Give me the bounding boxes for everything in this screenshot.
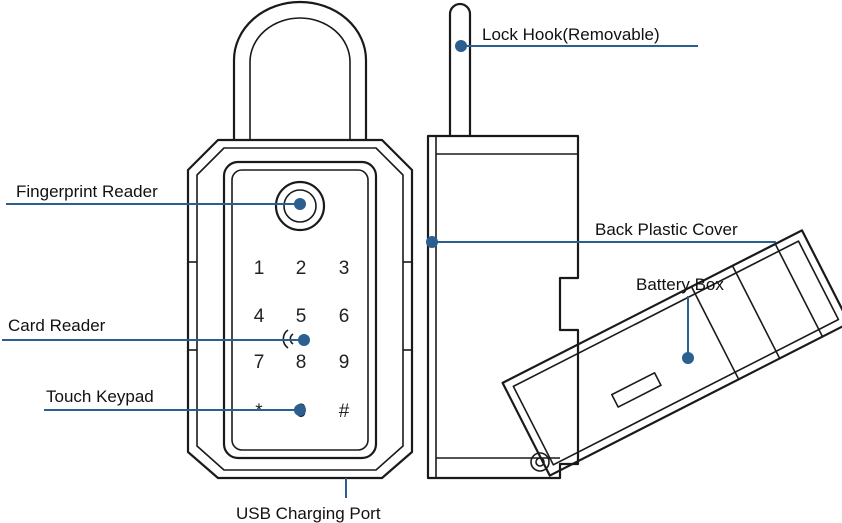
battery-box [501, 229, 842, 477]
side-lock-hook [448, 2, 472, 136]
label-touch-keypad: Touch Keypad [46, 387, 154, 406]
front-body [186, 138, 414, 480]
key-8[interactable]: 8 [296, 352, 307, 373]
label-fingerprint-reader: Fingerprint Reader [16, 182, 158, 201]
callout-fingerprint-reader [6, 198, 306, 210]
callout-touch-keypad [44, 404, 306, 416]
key-6[interactable]: 6 [339, 306, 350, 327]
front-view: 1 2 3 4 5 6 7 8 9 * 0 # [186, 0, 414, 480]
fingerprint-reader-outer [274, 180, 326, 232]
front-shackle [232, 0, 368, 140]
key-9[interactable]: 9 [339, 352, 350, 373]
label-battery-box: Battery Box [636, 275, 724, 294]
key-7[interactable]: 7 [254, 352, 265, 373]
label-back-plastic-cover: Back Plastic Cover [595, 220, 738, 239]
key-4[interactable]: 4 [254, 306, 265, 327]
key-3[interactable]: 3 [339, 258, 350, 279]
label-lock-hook: Lock Hook(Removable) [482, 25, 660, 44]
fingerprint-reader-inner [283, 189, 317, 223]
label-usb-charging-port: USB Charging Port [236, 504, 381, 523]
key-2[interactable]: 2 [296, 258, 307, 279]
key-1[interactable]: 1 [254, 258, 265, 279]
side-body [426, 134, 580, 480]
key-star[interactable]: * [255, 401, 263, 422]
side-view [426, 2, 580, 480]
label-card-reader: Card Reader [8, 316, 106, 335]
key-hash[interactable]: # [339, 401, 350, 422]
side-screw [530, 452, 550, 472]
key-5[interactable]: 5 [296, 306, 307, 327]
keypad-panel [222, 160, 378, 460]
callout-card-reader [2, 334, 310, 346]
callout-back-plastic-cover [426, 236, 776, 248]
callout-battery-box [682, 296, 694, 364]
callout-lock-hook [455, 40, 698, 52]
